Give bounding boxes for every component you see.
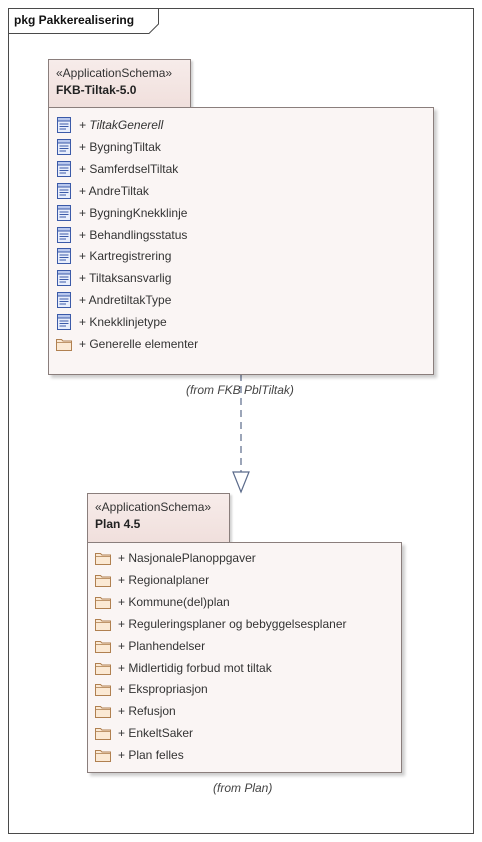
class-icon	[55, 313, 73, 331]
package-member-item[interactable]: + Tiltaksansvarlig	[55, 268, 171, 288]
class-icon	[55, 247, 73, 265]
package-member-item[interactable]: + EnkeltSaker	[94, 723, 193, 743]
package-origin-label: (from Plan)	[213, 781, 273, 795]
class-icon	[55, 226, 73, 244]
package-stereotype: «ApplicationSchema»	[95, 500, 212, 514]
class-icon	[55, 204, 73, 222]
frame-title-tab	[8, 8, 159, 34]
package-member-item[interactable]: + Refusjon	[94, 701, 176, 721]
folder-icon	[94, 549, 112, 567]
package-body-fkb-tiltak[interactable]: + TiltakGenerell + BygningTiltak + Samferd…	[48, 107, 434, 375]
package-member-item[interactable]: + NasjonalePlanoppgaver	[94, 548, 256, 568]
package-member-item[interactable]: + Reguleringsplaner og bebyggelsesplaner	[94, 614, 347, 634]
class-icon	[55, 291, 73, 309]
package-member-item[interactable]: + Ekspropriasjon	[94, 679, 208, 699]
package-member-label: + Kommune(del)plan	[118, 594, 230, 609]
package-member-item[interactable]: + Midlertidig forbud mot tiltak	[94, 658, 272, 678]
package-member-label: + Ekspropriasjon	[118, 682, 208, 697]
package-member-label: + Planhendelser	[118, 638, 206, 653]
package-stereotype: «ApplicationSchema»	[56, 66, 173, 80]
package-member-item[interactable]: + BygningKnekklinje	[55, 203, 187, 223]
package-member-label: + NasjonalePlanoppgaver	[118, 551, 256, 565]
package-member-item[interactable]: + Regionalplaner	[94, 570, 209, 590]
class-icon	[55, 182, 73, 200]
package-member-label: + BygningKnekklinje	[79, 205, 188, 220]
package-member-label: + Generelle elementer	[79, 337, 199, 351]
package-member-label: + Refusjon	[118, 704, 176, 719]
package-name: FKB-Tiltak-5.0	[56, 83, 137, 97]
package-tab-plan[interactable]: «ApplicationSchema» Plan 4.5	[87, 493, 230, 543]
class-icon	[55, 269, 73, 287]
package-member-label: + AndreTiltak	[79, 183, 149, 198]
realization-arrowhead	[232, 471, 250, 494]
package-member-item[interactable]: + AndreTiltak	[55, 181, 149, 201]
folder-icon	[94, 571, 112, 589]
package-member-item[interactable]: + Kartregistrering	[55, 246, 171, 266]
package-member-label: + SamferdselTiltak	[79, 161, 179, 176]
package-member-label: + Regionalplaner	[118, 572, 210, 587]
package-member-item[interactable]: + BygningTiltak	[55, 137, 161, 157]
package-member-label: + Kartregistrering	[79, 249, 172, 264]
package-member-label: + Knekklinjetype	[79, 315, 167, 330]
folder-icon	[94, 593, 112, 611]
diagram-frame	[8, 8, 474, 834]
package-member-label: + Plan felles	[118, 748, 184, 763]
class-icon	[55, 160, 73, 178]
class-icon	[55, 138, 73, 156]
package-member-label: + Tiltaksansvarlig	[79, 271, 172, 286]
folder-icon	[94, 659, 112, 677]
package-member-item[interactable]: + SamferdselTiltak	[55, 159, 178, 179]
package-member-item[interactable]: + Behandlingsstatus	[55, 225, 187, 245]
package-member-item[interactable]: + Plan felles	[94, 745, 184, 765]
folder-icon	[55, 335, 73, 353]
folder-icon	[94, 702, 112, 720]
package-member-item[interactable]: + TiltakGenerell	[55, 115, 163, 135]
package-member-label: + Midlertidig forbud mot tiltak	[118, 660, 272, 675]
package-body-plan[interactable]: + NasjonalePlanoppgaver + Regionalplaner +…	[87, 542, 402, 773]
package-member-item[interactable]: + Planhendelser	[94, 636, 205, 656]
folder-icon	[94, 680, 112, 698]
package-member-label: + Behandlingsstatus	[79, 227, 188, 242]
package-member-item[interactable]: + Generelle elementer	[55, 334, 198, 354]
folder-icon	[94, 724, 112, 742]
folder-icon	[94, 637, 112, 655]
package-origin-label: (from FKB PblTiltak)	[186, 383, 294, 397]
package-name: Plan 4.5	[95, 517, 141, 531]
package-tab-fkb-tiltak[interactable]: «ApplicationSchema» FKB-Tiltak-5.0	[48, 59, 191, 108]
package-member-label: + EnkeltSaker	[118, 726, 194, 741]
folder-icon	[94, 615, 112, 633]
frame-title: pkg Pakkerealisering	[14, 13, 135, 27]
package-member-item[interactable]: + Kommune(del)plan	[94, 592, 230, 612]
package-member-item[interactable]: + AndretiltakType	[55, 290, 171, 310]
class-icon	[55, 116, 73, 134]
folder-icon	[94, 746, 112, 764]
package-member-label: + AndretiltakType	[79, 293, 172, 308]
package-member-label: + TiltakGenerell	[79, 118, 164, 132]
package-member-item[interactable]: + Knekklinjetype	[55, 312, 167, 332]
package-member-label: + BygningTiltak	[79, 139, 161, 154]
package-member-label: + Reguleringsplaner og bebyggelsesplaner	[118, 616, 347, 631]
